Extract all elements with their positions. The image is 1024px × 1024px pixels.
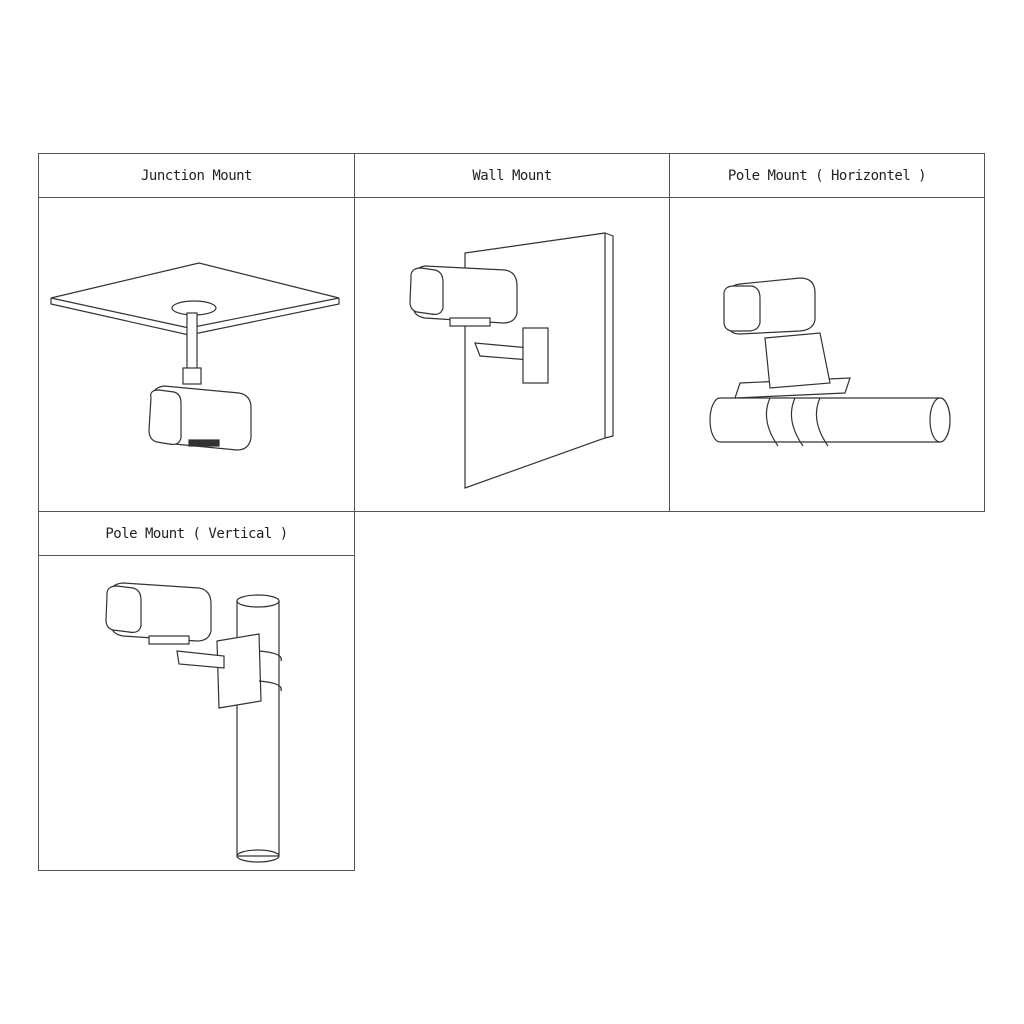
wall-mount-panel: Wall Mount — [354, 153, 670, 512]
pole-mount-vertical-illustration — [39, 556, 354, 872]
panel-title: Pole Mount ( Horizontel ) — [670, 154, 984, 198]
junction-mount-illustration — [39, 198, 354, 514]
pole-mount-horizontal-panel: Pole Mount ( Horizontel ) — [669, 153, 985, 512]
panel-title: Wall Mount — [355, 154, 669, 198]
panel-title: Pole Mount ( Vertical ) — [39, 512, 354, 556]
pole-mount-vertical-panel: Pole Mount ( Vertical ) — [38, 511, 355, 871]
wall-mount-illustration — [355, 198, 669, 514]
panel-title: Junction Mount — [39, 154, 354, 198]
junction-mount-panel: Junction Mount — [38, 153, 355, 512]
pole-mount-horizontal-illustration — [670, 198, 984, 514]
